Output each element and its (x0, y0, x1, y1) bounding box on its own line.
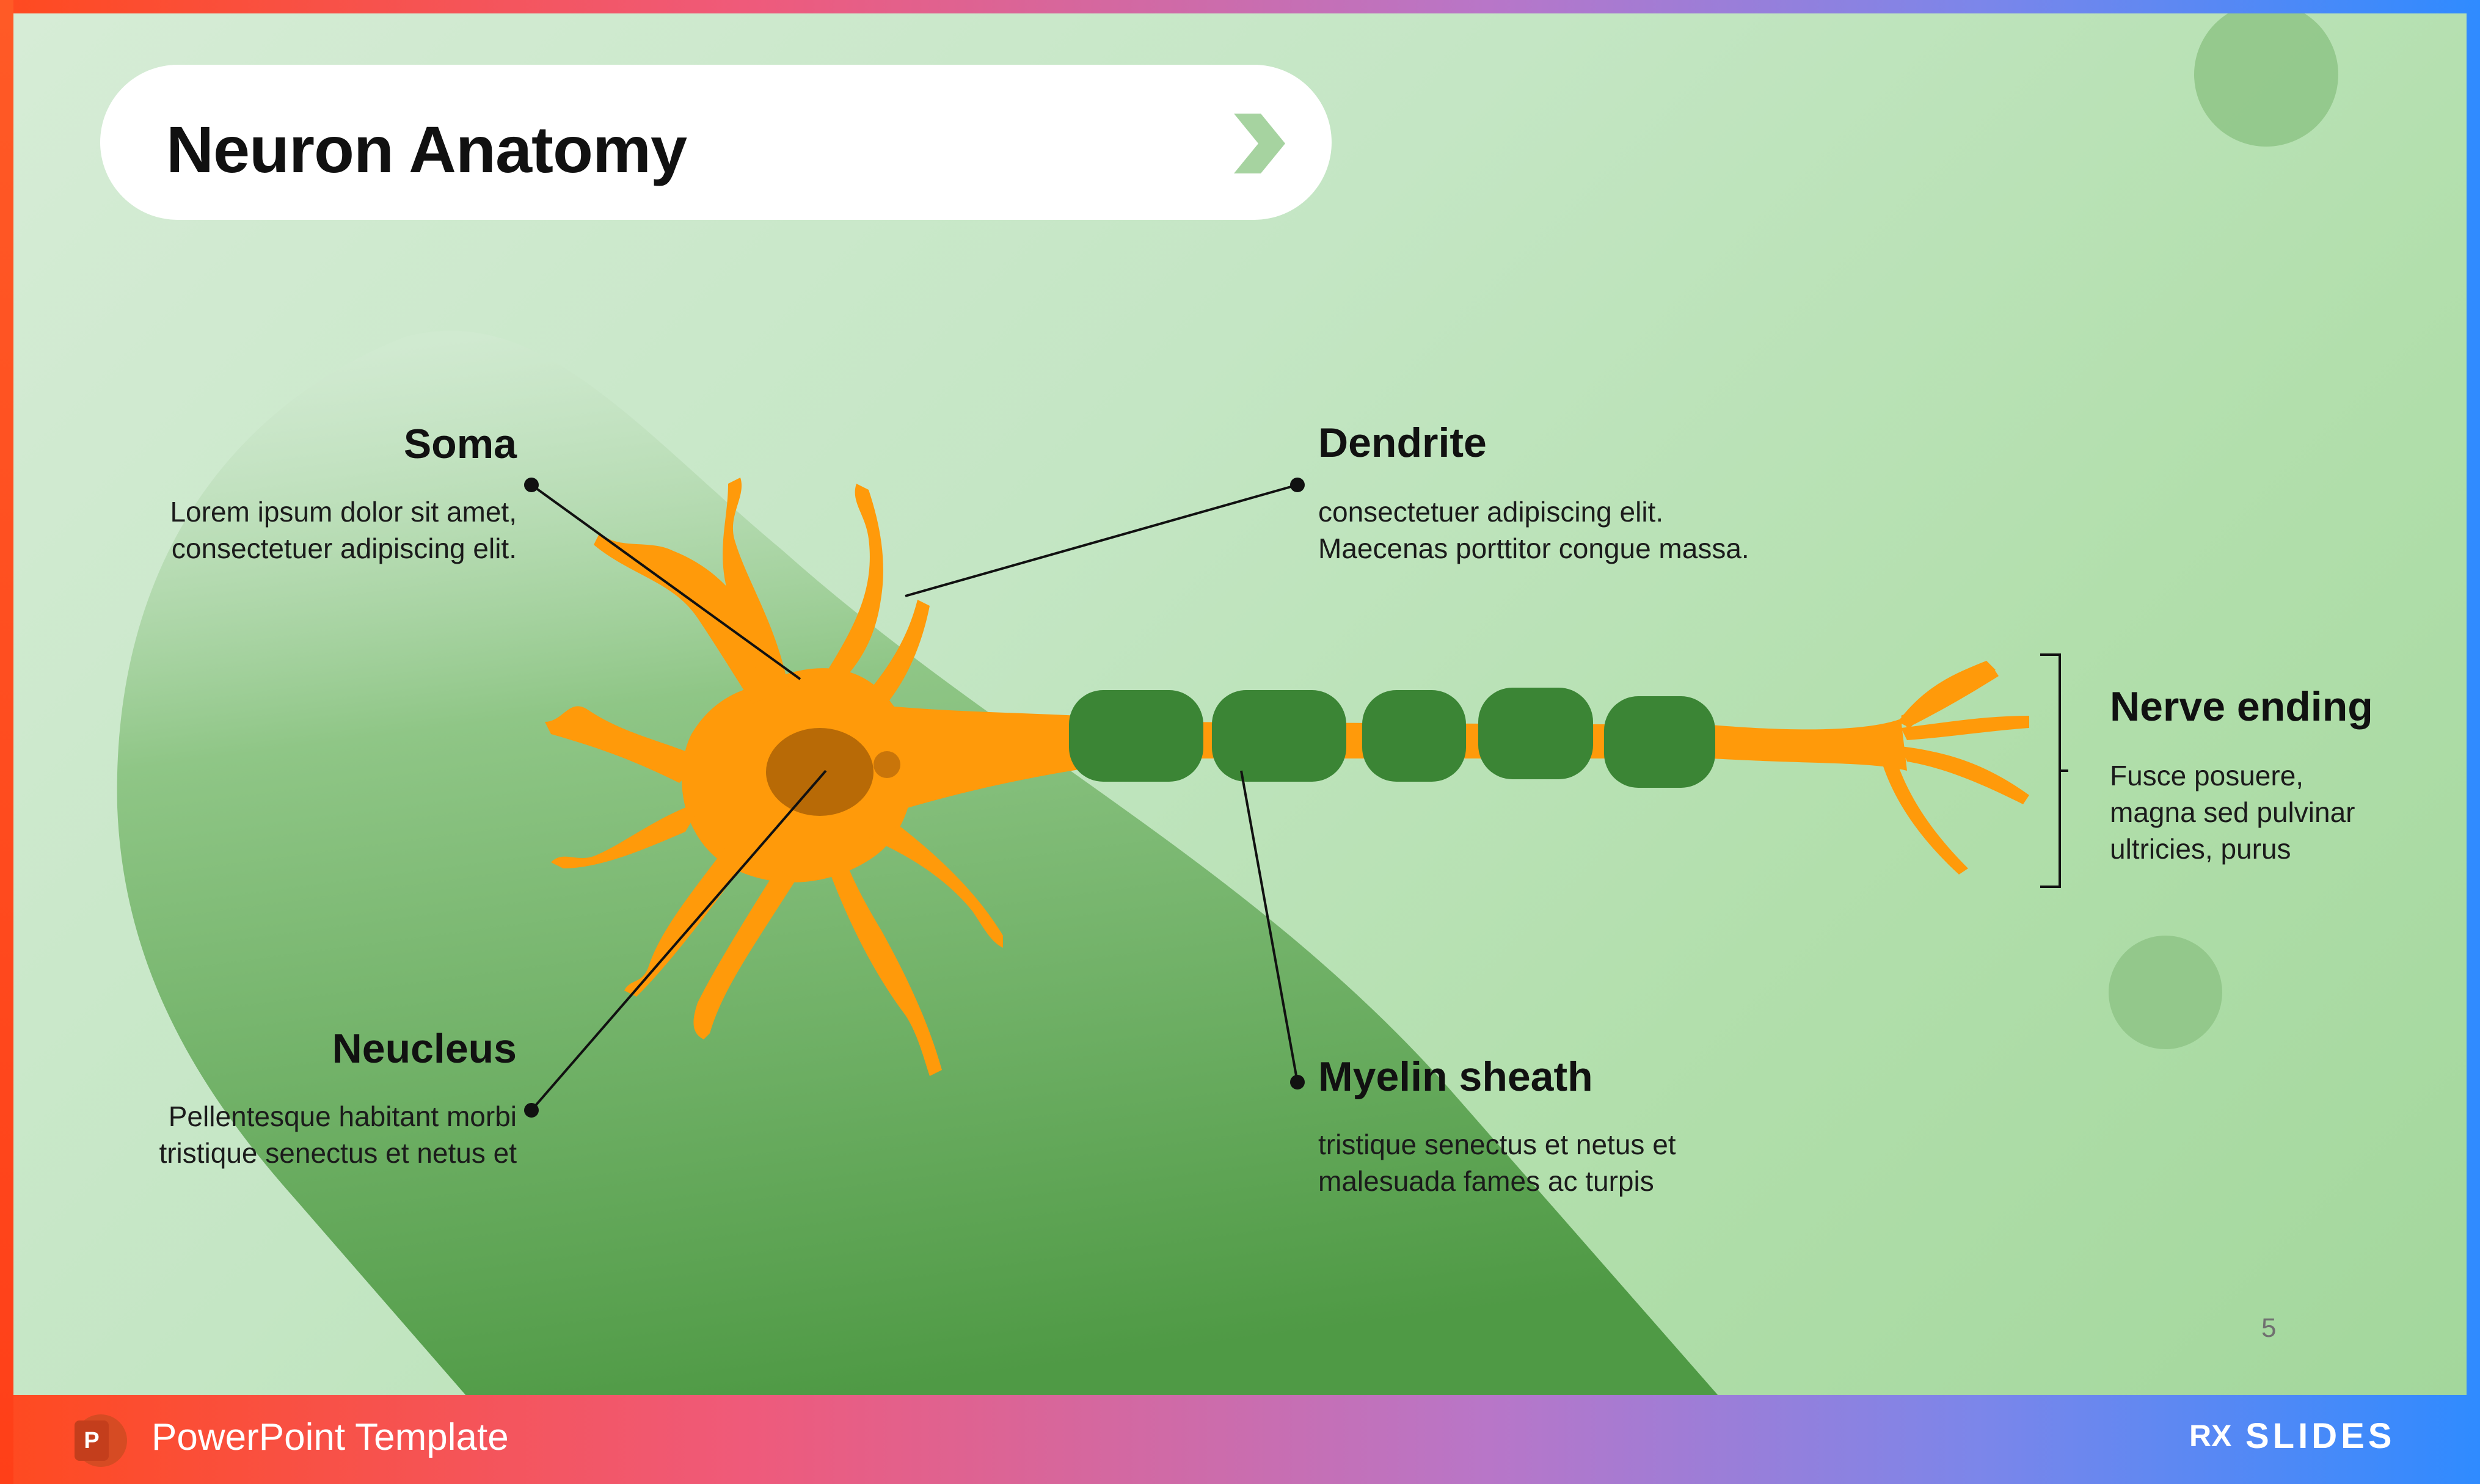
nerve-ending-desc-line1: Fusce posuere, (2110, 760, 2304, 791)
slide-canvas: Neuron Anatomy Soma Lorem ipsum dolor si… (13, 13, 2467, 1395)
myelin-segment-3 (1362, 690, 1466, 782)
title-pill (100, 65, 1332, 220)
myelin-sheath-label: Myelin sheath (1318, 1053, 1593, 1100)
myelin-segment-1 (1069, 690, 1203, 782)
powerpoint-icon-letter: P (75, 1420, 109, 1461)
leader-lines (530, 484, 2068, 1111)
soma-desc-line2: consectetuer adipiscing elit. (171, 533, 517, 564)
chevron-right-icon (1234, 114, 1285, 173)
soma-desc-line1: Lorem ipsum dolor sit amet, (170, 496, 517, 528)
myelin-desc-line2: malesuada fames ac turpis (1318, 1165, 1654, 1197)
neuron-diagram (524, 478, 2068, 1118)
decor-circle-top (2194, 13, 2338, 147)
nucleus-desc-line2: tristique senectus et netus et (159, 1137, 517, 1169)
dendrite-desc-line2: Maecenas porttitor congue massa. (1318, 533, 1749, 564)
page-number: 5 (2261, 1313, 2277, 1343)
myelin-segment-4 (1478, 688, 1593, 779)
myelin-segment-2 (1212, 690, 1346, 782)
nerve-ending-desc-line2: magna sed pulvinar (2110, 796, 2355, 828)
dendrite-desc-line1: consectetuer adipiscing elit. (1318, 496, 1664, 528)
nucleus-shape (766, 728, 873, 816)
soma-label: Soma (403, 421, 517, 467)
brand-logo: RX SLIDES (2189, 1416, 2409, 1458)
decor-circle-right (2109, 936, 2222, 1049)
myelin-desc-line1: tristique senectus et netus et (1318, 1129, 1676, 1160)
page-title: Neuron Anatomy (166, 112, 687, 186)
nucleus-desc-line1: Pellentesque habitant morbi (168, 1100, 517, 1132)
dendrite-label: Dendrite (1318, 420, 1487, 466)
frame-left-edge (0, 0, 13, 1484)
footer-template-label: PowerPoint Template (151, 1416, 509, 1458)
myelin-segment-5 (1604, 696, 1715, 788)
nucleolus-shape (873, 751, 900, 778)
nerve-ending-desc-line3: ultricies, purus (2110, 833, 2291, 865)
leader-dots (524, 478, 1305, 1118)
nucleus-label: Neucleus (332, 1025, 517, 1072)
myelin-sheath-segments (1069, 688, 1715, 788)
brand-name: SLIDES (2245, 1416, 2396, 1456)
brand-prefix: RX (2189, 1419, 2232, 1453)
nerve-ending-label: Nerve ending (2110, 683, 2373, 730)
